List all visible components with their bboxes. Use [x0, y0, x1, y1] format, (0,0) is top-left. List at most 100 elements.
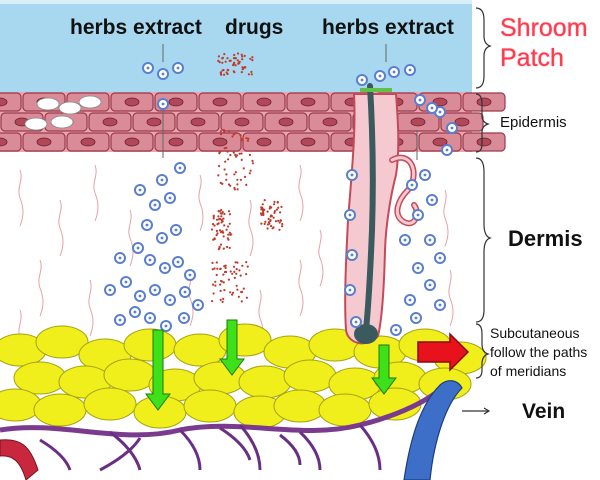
cell-nucleus [256, 97, 272, 107]
drug-particle-icon [227, 278, 230, 281]
drug-particle-icon [229, 291, 232, 294]
drug-particle-icon [210, 228, 214, 231]
drug-particle-icon [219, 267, 222, 270]
capillary-branch [238, 424, 262, 471]
drug-particle-icon [235, 155, 238, 158]
herb-particle-core [408, 68, 412, 72]
cell-nucleus [0, 137, 8, 147]
patch-top-strip [0, 0, 472, 4]
drug-particle-icon [242, 167, 245, 170]
drug-particle-icon [272, 216, 275, 219]
drug-particle-icon [236, 261, 239, 264]
cell-nucleus [454, 117, 470, 127]
drug-particle-icon [215, 218, 219, 221]
collagen-fiber [58, 199, 64, 257]
drug-particle-icon [233, 57, 236, 60]
drug-particle-icon [245, 137, 248, 140]
green-down-arrow-icon [145, 329, 171, 411]
drug-particle-icon [231, 293, 234, 296]
herb-particle-core [136, 246, 140, 250]
herbs-extract-label-right: herbs extract [322, 16, 454, 39]
capillary-branch [109, 430, 142, 471]
collagen-fiber [88, 279, 94, 337]
drug-particle-icon [234, 261, 237, 264]
drug-particle-icon [246, 265, 249, 268]
drug-particle-icon [212, 283, 215, 286]
dermis-background [0, 152, 472, 342]
drug-particle-icon [217, 218, 220, 221]
drug-particle-icon [233, 53, 236, 57]
drug-particle-icon [236, 183, 239, 186]
drug-particle-icon [266, 210, 269, 213]
drug-particle-icon [242, 67, 245, 70]
drug-particle-icon [223, 73, 226, 76]
drug-particle-icon [247, 137, 250, 140]
drug-particle-icon [273, 203, 276, 206]
fat-cell [173, 333, 227, 367]
herb-particle-core [410, 183, 414, 187]
absorption-arrows [145, 319, 397, 411]
drug-particle-icon [266, 227, 269, 230]
drug-particle-icon [221, 56, 224, 60]
drug-particle-icon [241, 139, 244, 142]
cell-nucleus [168, 97, 184, 107]
herb-particle-core [176, 260, 180, 264]
drug-particle-icon [240, 152, 243, 155]
subcutaneous-label: Subcutaneous follow the paths of meridia… [490, 324, 600, 381]
collagen-fiber [198, 174, 204, 232]
herb-particle-core [124, 280, 128, 284]
cell-nucleus [124, 97, 140, 107]
drug-particle-icon [263, 199, 266, 202]
drug-particle-icon [221, 300, 224, 303]
vein-vessel [403, 380, 463, 480]
collagen-fiber [298, 259, 304, 317]
cell-nucleus [322, 117, 338, 127]
drug-particle-icon [281, 225, 284, 228]
drug-particle-icon [241, 290, 244, 293]
herb-particle-core [378, 74, 382, 78]
herb-particle-core [174, 228, 178, 232]
brace-epidermis [475, 93, 490, 153]
drugs-label: drugs [225, 16, 284, 39]
absorbed-droplet [36, 97, 60, 111]
drug-particle-icon [222, 217, 225, 220]
drug-particle-icon [222, 297, 225, 300]
fat-cell [83, 387, 137, 421]
herb-particle-core [360, 78, 364, 82]
drug-particle-icon [275, 208, 278, 211]
cell-nucleus [212, 137, 228, 147]
drug-particle-icon [223, 131, 226, 134]
drug-particle-icon [221, 61, 224, 64]
drug-particle-icon [217, 174, 220, 177]
drug-particle-icon [217, 222, 220, 225]
cell-nucleus [212, 97, 228, 107]
drug-particle-icon [260, 222, 263, 225]
subcutaneous-label-line2: follow the paths [490, 344, 588, 360]
drug-particle-icon [250, 73, 253, 76]
drug-particle-icon [223, 265, 226, 268]
drug-particle-icon [240, 300, 243, 303]
drug-particle-icon [271, 227, 274, 230]
brace-patch [475, 7, 492, 89]
drug-particle-icon [233, 276, 236, 279]
herb-particles [104, 62, 458, 336]
drug-particle-icon [229, 270, 232, 273]
drug-particle-icon [242, 287, 245, 290]
herb-particle-core [164, 324, 168, 328]
drug-particle-icon [217, 248, 220, 251]
herb-particle-core [148, 316, 152, 320]
herb-particle-core [145, 223, 149, 227]
drug-particle-icon [213, 237, 216, 240]
drug-particle-icon [241, 55, 244, 58]
drug-particle-icon [235, 268, 238, 271]
herb-particle-core [161, 102, 165, 106]
drug-particle-icon [260, 213, 263, 216]
herb-particle-core [408, 298, 412, 302]
herb-particle-core [392, 70, 396, 74]
drug-particle-icon [228, 130, 231, 133]
drug-particle-icon [280, 205, 283, 208]
drug-particle-icon [228, 222, 231, 225]
drug-particle-icon [268, 207, 271, 210]
drug-particle-icon [221, 211, 224, 214]
drug-particles [210, 52, 284, 303]
